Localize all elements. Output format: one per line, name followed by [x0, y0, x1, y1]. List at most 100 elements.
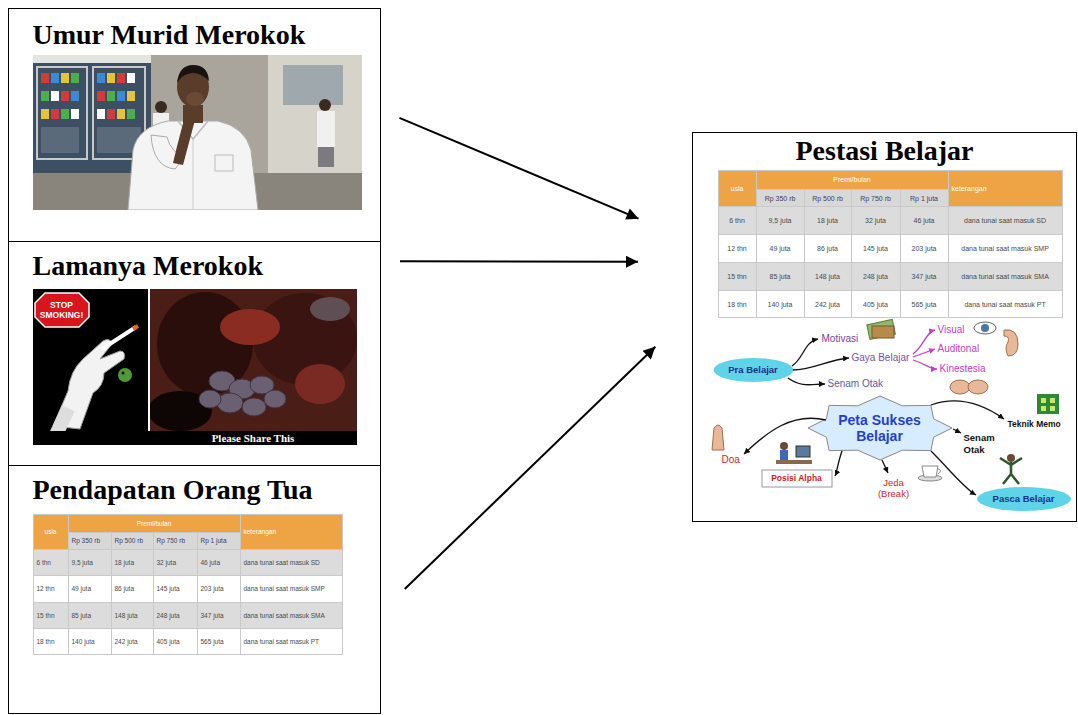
smoking-student [128, 65, 258, 210]
table-cell: 46 juta [900, 207, 948, 235]
stop-smoking-poster [133, 326, 138, 329]
table-cell: 148 juta [804, 262, 851, 290]
table-cell: 18 thn [33, 629, 68, 655]
shop-shelves [41, 109, 49, 119]
table-cell: 6 thn [33, 549, 68, 575]
smoking-student [173, 103, 199, 165]
table-cell: dana tunai saat masuk SD [948, 207, 1062, 235]
desk-person-icon [776, 442, 812, 464]
memory-technique-icon [1037, 394, 1059, 414]
table-text: 86 juta [115, 585, 135, 592]
table-cell: 85 juta [756, 262, 804, 290]
table-text: dana tunai saat masuk PT [244, 638, 320, 645]
eye-icon [974, 322, 996, 334]
mind-map-lines [931, 451, 976, 495]
table-cell: dana tunai saat masuk PT [240, 629, 342, 655]
shop-shelves [71, 109, 79, 119]
table-cell: 145 juta [153, 576, 197, 602]
factor-box: Umur Murid Merokok [8, 8, 381, 242]
table-text: 15 thn [37, 612, 55, 619]
mind-map-label: Motivasi [822, 333, 859, 345]
premium-table: usiaPremi/bulanketeranganRp 350 rbRp 500… [33, 514, 343, 656]
mind-map-label: Pasca Belajar [979, 493, 1069, 505]
table-text: 32 juta [157, 559, 177, 566]
table-text: 242 juta [815, 301, 840, 308]
table-text: 49 juta [769, 245, 790, 252]
stop-smoking-poster [118, 368, 132, 382]
table-text: 148 juta [815, 273, 840, 280]
shop-shelves [107, 91, 115, 101]
shop-shelves [61, 91, 69, 101]
section-one-art [33, 55, 362, 210]
learning-style-lines [913, 360, 937, 369]
table-text: 248 juta [863, 273, 888, 280]
table-cell: dana tunai saat masuk SMP [948, 235, 1062, 263]
praying-hands-icon [712, 425, 724, 450]
table-cell: dana tunai saat masuk SMA [948, 262, 1062, 290]
arrow-connector [400, 260, 638, 262]
table-text: 203 juta [912, 245, 937, 252]
shop-shelves [107, 109, 115, 119]
table-cell: 86 juta [111, 576, 153, 602]
mind-map-lines [882, 460, 888, 473]
caption-bar [33, 431, 357, 445]
table-cell: 49 juta [68, 576, 111, 602]
table-cell: 248 juta [851, 262, 900, 290]
table-text: Rp 350 rb [765, 195, 796, 202]
table-cell: Rp 350 rb [68, 532, 111, 549]
table-text: 32 juta [865, 217, 886, 224]
table-cell: Rp 750 rb [851, 189, 900, 207]
table-cell: 242 juta [804, 290, 851, 318]
table-cell: Rp 500 rb [111, 532, 153, 549]
table-cell: 203 juta [900, 235, 948, 263]
table-text: 12 thn [37, 585, 55, 592]
mind-map-lines [931, 401, 1004, 419]
smoking-student-photo [33, 55, 151, 63]
table-cell: 32 juta [153, 549, 197, 575]
memory-technique-icon [1050, 398, 1055, 403]
table-text: Rp 1 juta [201, 537, 227, 544]
table-cell: 12 thn [33, 576, 68, 602]
shop-shelves [127, 91, 135, 101]
table-cell: 15 thn [718, 262, 756, 290]
table-text: Rp 350 rb [72, 537, 101, 544]
table-cell: 565 juta [900, 290, 948, 318]
exercise-figure-icon [1000, 458, 1022, 484]
table-text: 203 juta [201, 585, 224, 592]
table-cell: keterangan [240, 514, 342, 549]
shop-shelves [51, 109, 59, 119]
shop-shelves [51, 73, 59, 83]
table-cell: 9,5 juta [756, 207, 804, 235]
table-text: 248 juta [157, 612, 180, 619]
table-text: 140 juta [768, 301, 793, 308]
end-ellipse [977, 487, 1071, 511]
mind-map-lines [793, 358, 849, 370]
shop-shelves [41, 73, 141, 153]
shop-shelves [97, 91, 105, 101]
mind-map-label: Auditonal [938, 343, 980, 355]
ear-icon [1004, 330, 1018, 356]
memory-technique-icon [1050, 406, 1055, 411]
table-cell: 49 juta [756, 235, 804, 263]
smoking-student-photo [33, 55, 362, 210]
stop-smoking-poster [122, 372, 125, 375]
smoking-student [128, 121, 258, 210]
mind-map-label: Doa [722, 454, 740, 466]
table-cell: Rp 350 rb [756, 189, 804, 207]
section-two-art [33, 289, 357, 445]
outcome-box: Pestasi BelajarusiaPremi/bulanketerangan… [692, 132, 1077, 522]
shop-shelves [117, 109, 125, 119]
smoking-student-photo [37, 67, 87, 159]
mind-map-label: Kinestesia [940, 363, 986, 375]
coffee-cup-icon [938, 469, 941, 474]
mind-map-label: Posisi Alpha [762, 470, 832, 487]
smoker-lungs-photo [264, 390, 286, 408]
table-text: keterangan [952, 185, 987, 192]
shop-shelves [41, 91, 49, 101]
table-cell: 242 juta [111, 629, 153, 655]
table-cell: 140 juta [68, 629, 111, 655]
table-cell: 148 juta [111, 602, 153, 628]
eye-icon [981, 324, 989, 332]
table-text: 18 thn [727, 301, 746, 308]
mind-map-label: Pra Belajar [715, 364, 792, 376]
